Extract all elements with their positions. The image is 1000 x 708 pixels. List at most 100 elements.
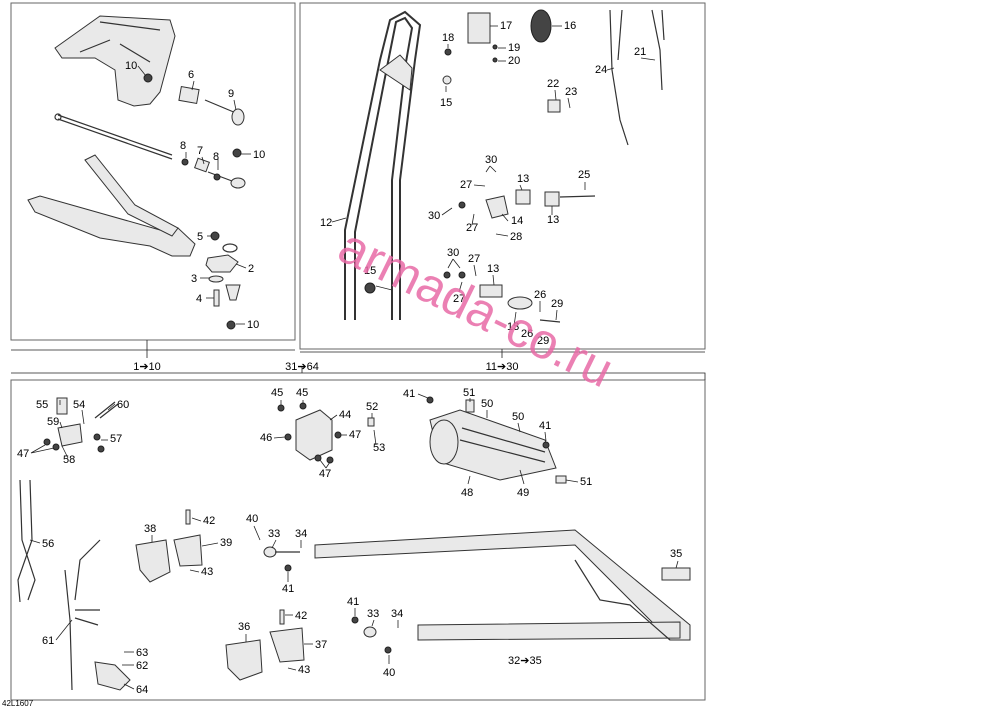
lower-a-arm (27, 154, 196, 257)
callout-14: 14 (511, 215, 523, 227)
accessories-bracket (11, 366, 706, 380)
callout-47: 47 (17, 448, 29, 460)
callout-34: 34 (295, 528, 307, 540)
callout-25: 25 (578, 169, 590, 181)
knuckle-2 (205, 231, 241, 330)
panel-accessories-frame (10, 379, 706, 701)
caption-suspension: 1➔10 (133, 361, 161, 373)
callout-10: 10 (125, 60, 137, 72)
callout-15: 15 (440, 97, 452, 109)
callout-26b: 26 (521, 328, 533, 340)
suspension-bracket (11, 340, 295, 358)
callout-47c: 47 (319, 468, 331, 480)
callout-21: 21 (634, 46, 646, 58)
harness-56 (17, 479, 36, 603)
callout-59: 59 (47, 416, 59, 428)
callout-29b: 29 (537, 335, 549, 347)
callout-42b: 42 (295, 610, 307, 622)
callout-20: 20 (508, 55, 520, 67)
callout-53: 53 (373, 442, 385, 454)
reference-code: 42L1607 (2, 699, 34, 708)
callout-48: 48 (461, 487, 473, 499)
callout-22: 22 (547, 78, 559, 90)
bushing-6 (178, 85, 200, 105)
callout-13c: 13 (487, 263, 499, 275)
callout-6: 6 (188, 69, 194, 81)
callout-4: 4 (196, 293, 202, 305)
callout-8b: 8 (213, 151, 219, 163)
callout-49: 49 (517, 487, 529, 499)
callout-27b: 27 (466, 222, 478, 234)
callout-61: 61 (42, 635, 54, 647)
callout-13d: 13 (507, 321, 519, 333)
caption-accessories: 31➔64 (285, 361, 319, 373)
callout-10b: 10 (253, 149, 265, 161)
callout-13b: 13 (547, 214, 559, 226)
watermark: armada-co.ru (330, 218, 622, 399)
callout-62: 62 (136, 660, 148, 672)
caption-bumper: 32➔35 (508, 655, 542, 667)
callout-38: 38 (144, 523, 156, 535)
caption-cage: 11➔30 (486, 361, 519, 373)
bumper-32 (263, 529, 691, 654)
callout-3: 3 (191, 273, 197, 285)
callout-63: 63 (136, 647, 148, 659)
upper-a-arm (54, 15, 176, 107)
roll-bar-12 (344, 10, 422, 320)
callout-52: 52 (366, 401, 378, 413)
callout-41c: 41 (282, 583, 294, 595)
callout-9: 9 (228, 88, 234, 100)
callout-30: 30 (485, 154, 497, 166)
callout-2: 2 (248, 263, 254, 275)
callouts: 10 6 9 8 7 8 10 5 2 3 4 10 18 17 16 19 2… (17, 20, 682, 696)
callout-47b: 47 (349, 429, 361, 441)
callout-35: 35 (670, 548, 682, 560)
callout-51b: 51 (580, 476, 592, 488)
callout-36: 36 (238, 621, 250, 633)
callout-24: 24 (595, 64, 607, 76)
callout-13: 13 (517, 173, 529, 185)
winch-48-49 (426, 396, 567, 484)
harness-61 (64, 539, 101, 691)
brackets-36-39 (94, 509, 305, 691)
callout-33b: 33 (367, 608, 379, 620)
callout-43: 43 (201, 566, 213, 578)
callout-33: 33 (268, 528, 280, 540)
bracket-group-54-60 (43, 397, 119, 453)
clamps-13-14 (364, 99, 596, 323)
callout-41d: 41 (347, 596, 359, 608)
cage-bracket (300, 349, 705, 358)
callout-39: 39 (220, 537, 232, 549)
nuts-8-10 (143, 73, 242, 181)
callout-16: 16 (564, 20, 576, 32)
callout-56: 56 (42, 538, 54, 550)
harnesses-21-24 (609, 9, 665, 146)
trailing-rod (54, 113, 173, 160)
callout-41b: 41 (539, 420, 551, 432)
callout-55: 55 (36, 399, 48, 411)
callout-7: 7 (197, 145, 203, 157)
callout-30b: 30 (428, 210, 440, 222)
callout-60: 60 (117, 399, 129, 411)
tie-rod-7 (194, 157, 246, 189)
leader-lines (29, 25, 679, 690)
callout-45: 45 (271, 387, 283, 399)
callout-34b: 34 (391, 608, 403, 620)
callout-19: 19 (508, 42, 520, 54)
panel-cage-frame (299, 2, 706, 350)
panel-suspension-frame (10, 2, 296, 341)
callout-43b: 43 (298, 664, 310, 676)
callout-29: 29 (551, 298, 563, 310)
callout-37: 37 (315, 639, 327, 651)
callout-27c: 27 (468, 253, 480, 265)
callout-15b: 15 (364, 265, 376, 277)
callout-8: 8 (180, 140, 186, 152)
callout-40: 40 (246, 513, 258, 525)
callout-50: 50 (481, 398, 493, 410)
mount-44 (277, 402, 375, 464)
callout-50b: 50 (512, 411, 524, 423)
callout-64: 64 (136, 684, 148, 696)
callout-23: 23 (565, 86, 577, 98)
callout-40b: 40 (383, 667, 395, 679)
